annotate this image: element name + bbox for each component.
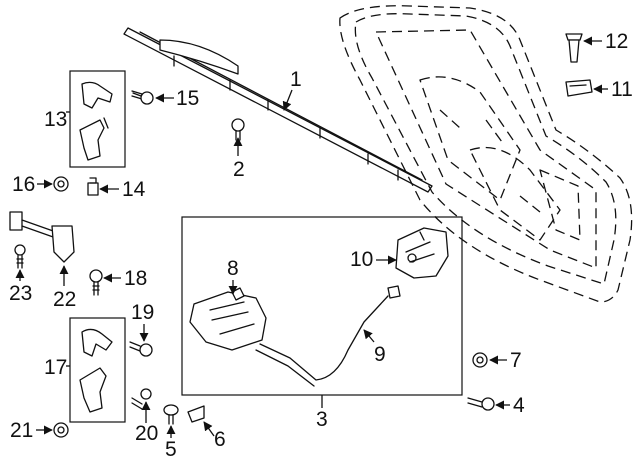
- svg-text:16: 16: [12, 173, 35, 196]
- svg-text:20: 20: [135, 422, 158, 445]
- handle-part: [189, 287, 267, 351]
- callout-14: 14: [99, 178, 146, 201]
- bolt-19: [129, 341, 153, 357]
- nut-21: [53, 422, 69, 438]
- svg-text:23: 23: [9, 282, 32, 305]
- clip-6: [187, 405, 205, 423]
- callout-16: 16: [12, 173, 53, 196]
- nut-7: [472, 352, 488, 368]
- bolt-23: [14, 244, 26, 269]
- callout-17: 17: [44, 356, 70, 379]
- svg-text:9: 9: [374, 343, 386, 366]
- svg-text:22: 22: [53, 288, 76, 311]
- door-panel-outline: [339, 5, 633, 303]
- svg-text:17: 17: [44, 356, 67, 379]
- svg-text:11: 11: [611, 78, 633, 101]
- callout-20: 20: [135, 401, 158, 445]
- svg-text:18: 18: [124, 267, 147, 290]
- svg-text:3: 3: [316, 408, 328, 431]
- callout-23: 23: [9, 269, 32, 305]
- svg-text:14: 14: [122, 178, 146, 201]
- svg-text:2: 2: [233, 158, 245, 181]
- callout-5: 5: [165, 425, 177, 461]
- svg-text:12: 12: [605, 30, 628, 53]
- svg-text:5: 5: [165, 438, 177, 461]
- bolt-15: [131, 90, 154, 105]
- bolt-2: [231, 118, 245, 141]
- callout-3: 3: [316, 395, 328, 431]
- callout-12: 12: [583, 30, 628, 53]
- svg-text:8: 8: [227, 257, 239, 280]
- callout-1: 1: [282, 68, 302, 111]
- svg-text:7: 7: [510, 349, 522, 372]
- bolt-20: [131, 388, 152, 410]
- pin-part: [565, 33, 583, 63]
- callout-22: 22: [53, 265, 76, 311]
- weatherstrip-part: [123, 27, 433, 193]
- callout-10: 10: [350, 248, 397, 271]
- callout-8: 8: [227, 257, 239, 295]
- callout-6: 6: [203, 421, 226, 451]
- svg-text:6: 6: [214, 428, 226, 451]
- callout-7: 7: [489, 349, 522, 372]
- callout-2: 2: [233, 137, 245, 181]
- svg-text:13: 13: [44, 108, 67, 131]
- screw-5: [163, 404, 179, 425]
- hinge-box-upper: [69, 70, 126, 168]
- svg-text:15: 15: [176, 87, 199, 110]
- svg-text:10: 10: [350, 248, 373, 271]
- cable-part: [255, 285, 401, 387]
- bolt-4: [467, 397, 495, 411]
- svg-text:1: 1: [290, 68, 302, 91]
- callout-4: 4: [495, 394, 525, 417]
- upper-hinge-part: [79, 81, 113, 161]
- svg-text:21: 21: [10, 419, 33, 442]
- bolt-18: [89, 269, 103, 296]
- callout-19: 19: [131, 301, 154, 342]
- callout-15: 15: [155, 87, 199, 110]
- bolt-14: [87, 177, 99, 196]
- door-check-part: [9, 211, 75, 263]
- callout-18: 18: [103, 267, 147, 290]
- callout-9: 9: [363, 329, 386, 366]
- svg-text:19: 19: [131, 301, 154, 324]
- callout-13: 13: [44, 108, 70, 131]
- lower-hinge-part: [79, 328, 113, 413]
- nut-16: [53, 176, 69, 192]
- clip-part: [565, 79, 593, 97]
- callout-21: 21: [10, 419, 53, 442]
- hinge-box-lower: [69, 317, 126, 423]
- latch-part: [395, 227, 449, 279]
- svg-text:4: 4: [513, 394, 525, 417]
- callout-11: 11: [593, 78, 633, 101]
